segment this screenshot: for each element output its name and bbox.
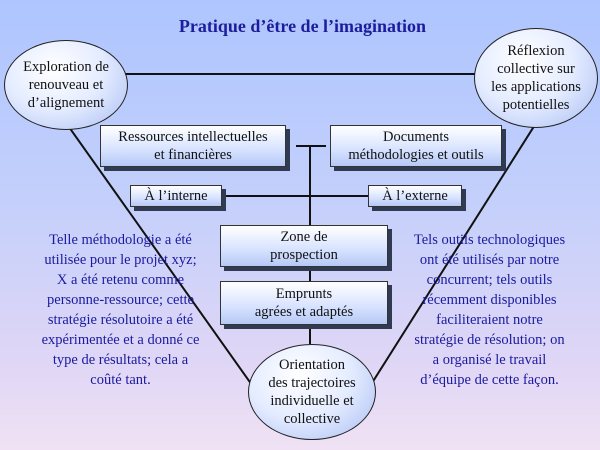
right-diagonal-line [359, 119, 539, 403]
box-ressources: Ressources intellectuelles et financière… [100, 125, 286, 167]
box-zone-prospection: Zone de prospection [220, 225, 388, 267]
oval-orientation: Orientation des trajectoires individuell… [248, 344, 376, 440]
box-interne: À l’interne [130, 185, 222, 207]
oval-reflexion: Réflexion collective sur les application… [474, 28, 598, 128]
oval-exploration: Exploration de renouveau et d’alignement [4, 40, 128, 130]
page-title: Pratique d’être de l’imagination [178, 16, 427, 36]
left-diagonal-line [63, 119, 265, 403]
box-emprunts: Emprunts agrées et adaptés [220, 281, 388, 325]
box-externe: À l’externe [368, 185, 462, 207]
box-documents: Documents méthodologies et outils [330, 125, 502, 167]
right-description: Tels outils technologiques ont été utili… [413, 232, 566, 388]
left-description: Telle méthodologie a été utilisée pour l… [41, 232, 200, 388]
